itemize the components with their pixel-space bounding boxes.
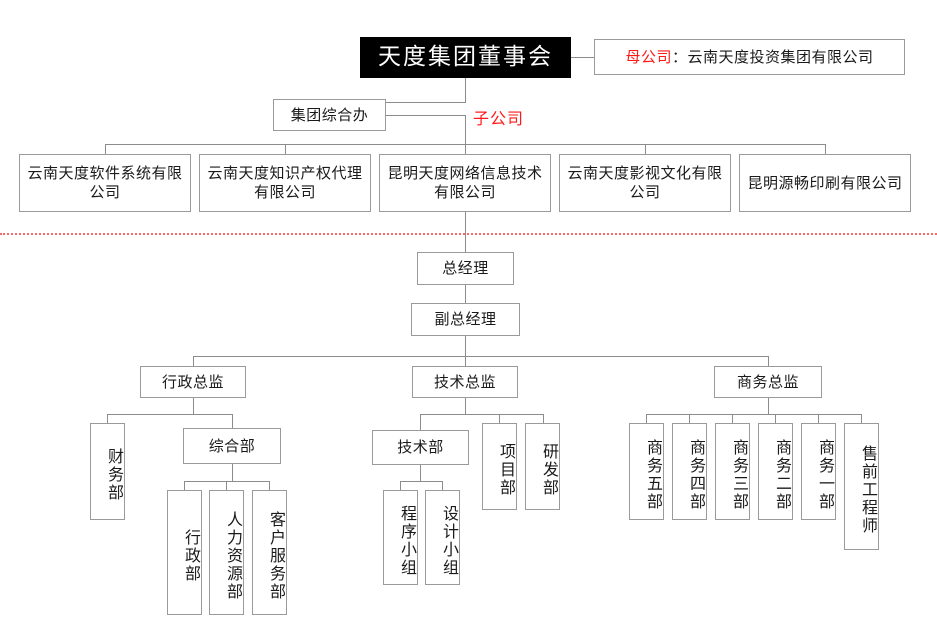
connector-office-to-subsidiary-label	[386, 115, 465, 116]
connector-office-bus	[329, 102, 466, 103]
connector-spine-across-divider	[465, 212, 466, 252]
connector-business-drop-2	[689, 414, 690, 423]
connector-ga-drop-1	[184, 481, 185, 490]
connector-root-down	[465, 78, 466, 102]
node-research-development-dept[interactable]: 研发部	[525, 423, 560, 510]
connector-business-drop-4	[775, 414, 776, 423]
node-business-dept-2[interactable]: 商务二部	[758, 423, 793, 520]
connector-admin-drop-finance	[107, 414, 108, 423]
connector-tech-drop-1	[420, 414, 421, 430]
connector-root-to-parent-company	[571, 57, 594, 58]
connector-subsidiary-drop-4	[645, 144, 646, 154]
node-customer-service-dept[interactable]: 客户服务部	[252, 490, 287, 615]
connector-subsidiary-drop-2	[285, 144, 286, 154]
node-subsidiary-4[interactable]: 云南天度影视文化有限公司	[559, 154, 731, 212]
connector-tech-dept-drop-2	[442, 481, 443, 490]
connector-directors-bus	[193, 356, 768, 357]
node-general-affairs-dept[interactable]: 综合部	[183, 428, 281, 464]
node-subsidiary-3[interactable]: 昆明天度网络信息技术有限公司	[379, 154, 551, 212]
node-design-team[interactable]: 设计小组	[425, 490, 460, 585]
connector-admin-drop-general-affairs	[232, 414, 233, 428]
section-divider	[0, 233, 937, 235]
node-business-dept-5[interactable]: 商务五部	[629, 423, 664, 520]
node-presales-engineer[interactable]: 售前工程师	[844, 423, 879, 550]
node-administration-dept[interactable]: 行政部	[167, 490, 202, 615]
connector-ga-drop-2	[226, 481, 227, 490]
node-deputy-general-manager[interactable]: 副总经理	[411, 303, 520, 336]
node-project-dept[interactable]: 项目部	[482, 423, 517, 510]
node-business-dept-1[interactable]: 商务一部	[801, 423, 836, 520]
node-subsidiary-5[interactable]: 昆明源畅印刷有限公司	[739, 154, 911, 212]
connector-tech-drop-2	[499, 414, 500, 423]
connector-deputy-down	[465, 336, 466, 356]
legend-parent-company: 母公司：云南天度投资集团有限公司	[594, 39, 905, 75]
node-business-dept-4[interactable]: 商务四部	[672, 423, 707, 520]
connector-admin-down	[193, 398, 194, 414]
connector-business-drop-6	[861, 414, 862, 423]
connector-business-down	[768, 398, 769, 414]
connector-tech-bus	[420, 414, 543, 415]
connector-business-drop-5	[818, 414, 819, 423]
connector-tech-dept-down	[420, 465, 421, 481]
connector-director-drop-1	[193, 356, 194, 366]
node-subsidiary-1[interactable]: 云南天度软件系统有限公司	[19, 154, 191, 212]
node-director-admin[interactable]: 行政总监	[140, 366, 246, 398]
legend-subsidiary-tag: 子公司	[473, 109, 525, 128]
node-director-technical[interactable]: 技术总监	[412, 366, 518, 398]
node-board-of-directors[interactable]: 天度集团董事会	[360, 37, 571, 78]
connector-spine-to-subsidiary-bus	[465, 115, 466, 145]
connector-director-drop-2	[465, 356, 466, 366]
connector-business-bus	[646, 414, 861, 415]
connector-business-drop-3	[732, 414, 733, 423]
node-subsidiary-2[interactable]: 云南天度知识产权代理有限公司	[199, 154, 371, 212]
connector-business-drop-1	[646, 414, 647, 423]
connector-tech-drop-3	[543, 414, 544, 423]
connector-subsidiary-drop-1	[105, 144, 106, 154]
connector-tech-dept-bus	[400, 481, 442, 482]
connector-general-affairs-down	[232, 464, 233, 481]
connector-gm-to-deputy	[465, 285, 466, 303]
connector-tech-down	[465, 398, 466, 414]
connector-tech-dept-drop-1	[400, 481, 401, 490]
connector-director-drop-3	[768, 356, 769, 366]
node-programming-team[interactable]: 程序小组	[383, 490, 418, 585]
node-group-general-office[interactable]: 集团综合办	[273, 99, 386, 131]
node-technology-dept[interactable]: 技术部	[372, 430, 469, 465]
connector-admin-bus	[107, 414, 232, 415]
node-business-dept-3[interactable]: 商务三部	[715, 423, 750, 520]
connector-subsidiary-drop-3	[465, 144, 466, 154]
legend-parent-company-tag: 母公司	[625, 47, 672, 66]
legend-parent-company-name: ：云南天度投资集团有限公司	[672, 47, 874, 66]
node-general-manager[interactable]: 总经理	[417, 252, 514, 285]
node-director-business[interactable]: 商务总监	[714, 366, 822, 398]
connector-ga-drop-3	[269, 481, 270, 490]
node-finance-dept[interactable]: 财务部	[90, 423, 125, 520]
connector-subsidiary-drop-5	[825, 144, 826, 154]
node-human-resources-dept[interactable]: 人力资源部	[209, 490, 244, 615]
